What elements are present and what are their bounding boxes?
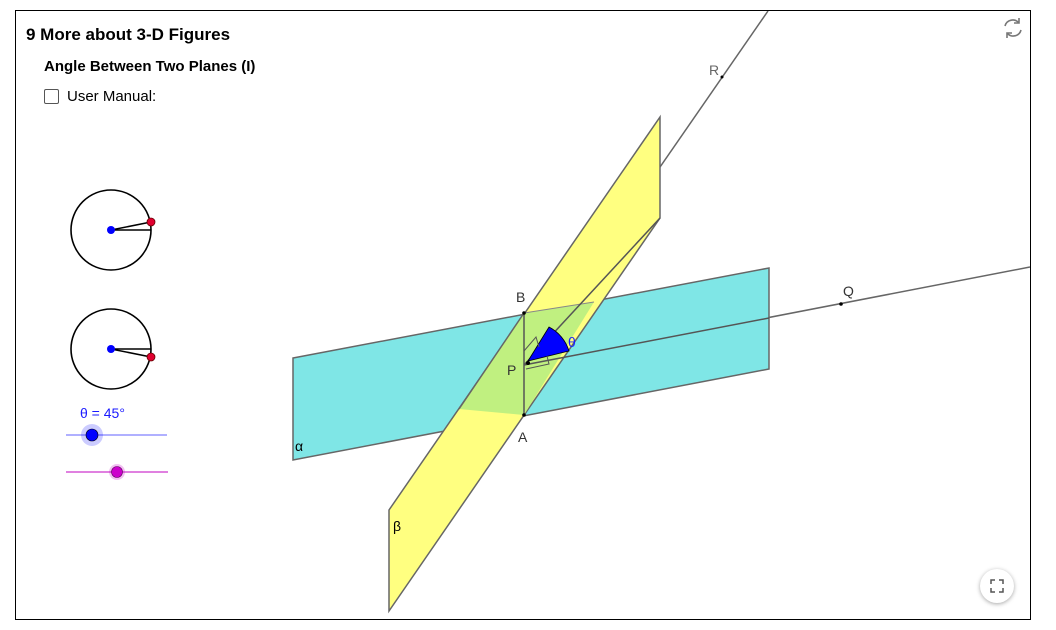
- theta-slider-handle[interactable]: [85, 428, 99, 442]
- reset-button[interactable]: [1000, 15, 1026, 41]
- fullscreen-icon: [990, 579, 1004, 593]
- label-a: A: [518, 429, 528, 445]
- dial-2-handle[interactable]: [146, 352, 156, 362]
- label-r: R: [709, 62, 719, 78]
- label-q: Q: [843, 283, 854, 299]
- dial-1-center: [107, 226, 115, 234]
- geogebra-applet[interactable]: 9 More about 3-D Figures Angle Between T…: [15, 10, 1031, 620]
- label-beta: β: [393, 518, 401, 534]
- second-slider-handle[interactable]: [111, 466, 123, 478]
- plane-overlap: [459, 302, 594, 415]
- user-manual-toggle[interactable]: User Manual:: [44, 88, 156, 105]
- dial-2-center: [107, 345, 115, 353]
- point-r[interactable]: [720, 75, 724, 79]
- right-angle-mark: [523, 335, 540, 352]
- rotation-dial-1[interactable]: [70, 189, 156, 271]
- theta-value-label: θ = 45°: [80, 405, 125, 421]
- label-alpha: α: [295, 438, 303, 454]
- theta-slider[interactable]: [66, 424, 167, 446]
- user-manual-checkbox[interactable]: [44, 89, 59, 104]
- point-q[interactable]: [839, 302, 843, 306]
- fullscreen-button[interactable]: [980, 569, 1014, 603]
- label-p: P: [507, 362, 516, 378]
- label-b: B: [516, 289, 525, 305]
- right-angle-mark-2: [525, 355, 550, 370]
- angle-theta-sector: [527, 326, 570, 362]
- point-p[interactable]: [526, 361, 530, 365]
- page-subtitle: Angle Between Two Planes (I): [44, 58, 256, 75]
- point-a[interactable]: [522, 413, 526, 417]
- second-slider[interactable]: [66, 464, 168, 480]
- dial-1-handle[interactable]: [146, 217, 156, 227]
- label-theta: θ: [568, 334, 576, 350]
- user-manual-label: User Manual:: [67, 88, 157, 105]
- rotation-dial-2[interactable]: [70, 308, 156, 390]
- page-title: 9 More about 3-D Figures: [26, 25, 231, 44]
- reset-icon: [1004, 18, 1022, 38]
- point-b[interactable]: [522, 311, 526, 315]
- geometry-canvas[interactable]: R B Q P A θ α β: [16, 11, 1030, 619]
